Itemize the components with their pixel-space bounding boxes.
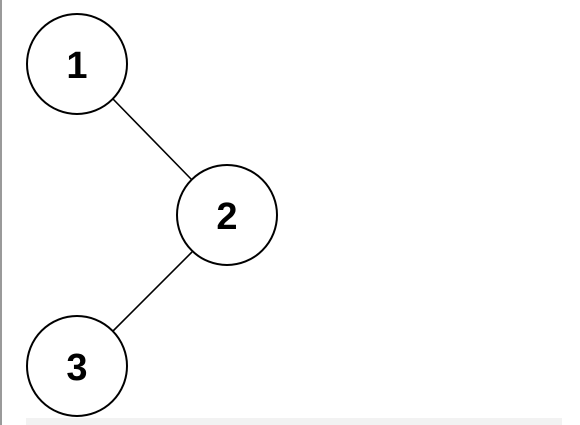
node-3-circle <box>26 315 128 417</box>
node-1-circle <box>26 13 128 115</box>
node-3-label: 3 <box>66 347 87 389</box>
edge-2-to-3 <box>112 251 193 332</box>
node-3: 3 <box>26 315 128 417</box>
node-2-circle <box>176 164 278 266</box>
node-2-label: 2 <box>216 196 237 238</box>
node-1-label: 1 <box>66 45 87 87</box>
edges <box>112 98 193 332</box>
node-1: 1 <box>26 13 128 115</box>
edge-1-to-2 <box>112 98 193 181</box>
left-border <box>0 0 2 425</box>
bottom-strip <box>26 418 562 425</box>
node-2: 2 <box>176 164 278 266</box>
